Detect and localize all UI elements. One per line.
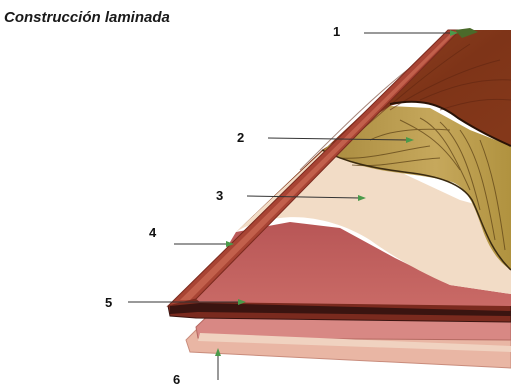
diagram-title: Construcción laminada (4, 9, 170, 26)
callout-6: 6 (173, 373, 180, 387)
callout-5: 5 (105, 296, 112, 310)
callout-2: 2 (237, 131, 244, 145)
callout-4: 4 (149, 226, 156, 240)
callout-3: 3 (216, 189, 223, 203)
callout-1: 1 (333, 25, 340, 39)
